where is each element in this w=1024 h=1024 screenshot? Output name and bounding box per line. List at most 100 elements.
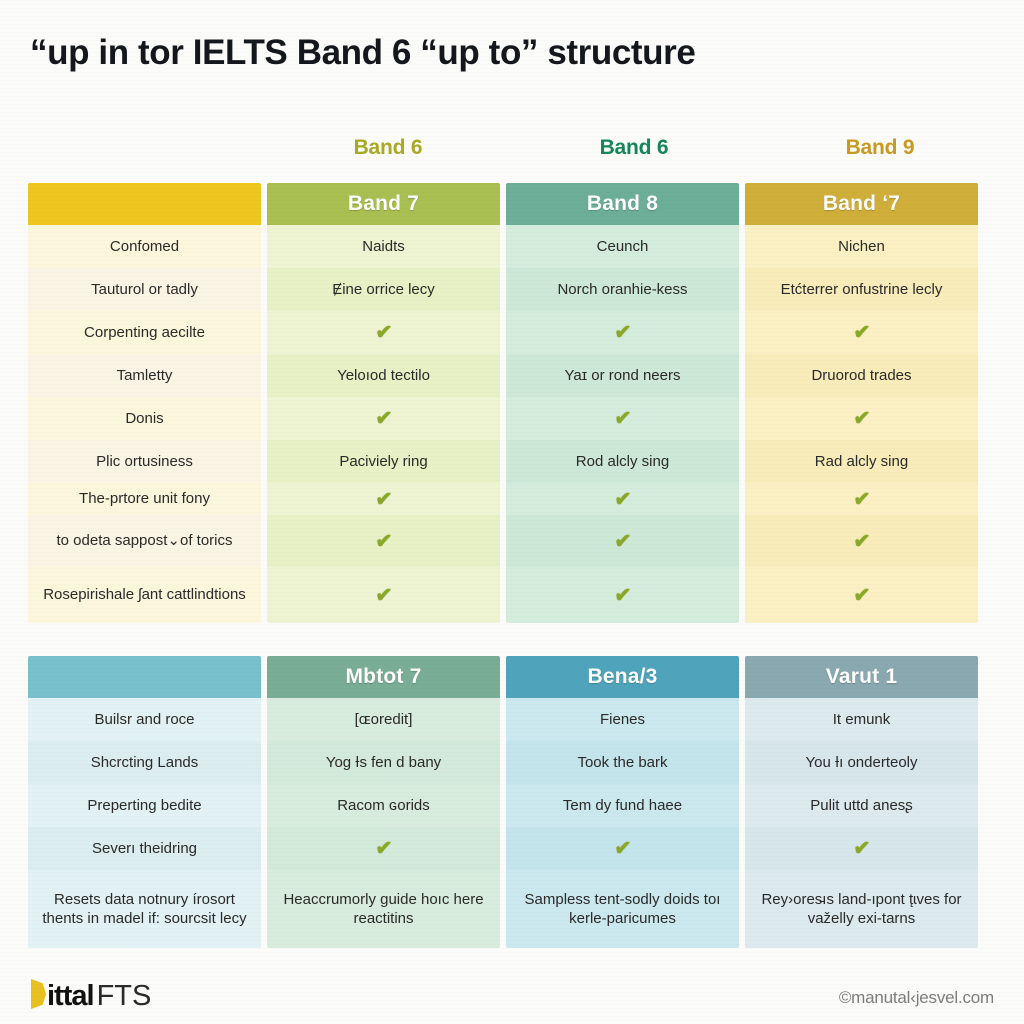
checkmark-cell: ✔ xyxy=(745,567,978,623)
band-sublabel-row: Band 6 Band 6 Band 9 xyxy=(265,136,995,160)
checkmark-cell: ✔ xyxy=(506,567,739,623)
table-cell: Ɇine orrice lecy xyxy=(267,268,500,311)
column-header: Mbtot 7 xyxy=(267,656,500,698)
table-cell: Ceunch xyxy=(506,225,739,268)
checkmark-cell: ✔ xyxy=(267,515,500,567)
check-icon: ✔ xyxy=(852,836,871,861)
table-cell: Naidts xyxy=(267,225,500,268)
checkmark-cell: ✔ xyxy=(745,311,978,354)
table-cell: Builsr and roce xyxy=(28,698,261,741)
table-cell: Rey›ores̵ıs land-ıpont t̨ɩves for važell… xyxy=(745,870,978,948)
table-cell: Corpenting aecilte xyxy=(28,311,261,354)
checkmark-cell: ✔ xyxy=(267,483,500,515)
table-cell: Pacivіely ring xyxy=(267,440,500,483)
table-cell: Yaɪ or rond neers xyxy=(506,354,739,397)
brand-logo: ittal FTS xyxy=(31,975,151,1013)
checkmark-cell: ✔ xyxy=(745,397,978,440)
check-icon: ✔ xyxy=(852,406,871,431)
column-header xyxy=(28,183,261,225)
table-cell: You Ɨı onderteoly xyxy=(745,741,978,784)
logo-mark-icon xyxy=(31,979,46,1009)
check-icon: ✔ xyxy=(852,528,871,554)
checkmark-cell: ✔ xyxy=(506,515,739,567)
checkmark-cell: ✔ xyxy=(745,483,978,515)
table-cell: The-prtore unit fony xyxy=(28,483,261,515)
table-cell: Rad alcly sing xyxy=(745,440,978,483)
check-icon: ✔ xyxy=(374,486,393,512)
checkmark-cell: ✔ xyxy=(745,515,978,567)
table-cell: Yog Ɨs fen d bany xyxy=(267,741,500,784)
column-header: Varut 1 xyxy=(745,656,978,698)
band-sublabel-2: Band 9 xyxy=(845,136,915,159)
watermark-text: ©manutal‹jesvel.com xyxy=(838,988,994,1007)
band-sublabel-1: Band 6 xyxy=(599,136,669,159)
column-header: Band 8 xyxy=(506,183,739,225)
checkmark-cell: ✔ xyxy=(506,397,739,440)
table-cell: Pulіt uttd anesʂ xyxy=(745,784,978,827)
table-cell: Shcrcting Lands xyxy=(28,741,261,784)
table-cell: Resets data notnury írosort thents in ma… xyxy=(28,870,261,948)
table-cell: Heaccrumorly guide hoıc here reactitins xyxy=(267,870,500,948)
check-icon: ✔ xyxy=(374,320,393,345)
table-cell: [ɶoredit] xyxy=(267,698,500,741)
table-cell: Tem dу fund haee xyxy=(506,784,739,827)
check-icon: ✔ xyxy=(852,486,871,512)
band-sublabel-0: Band 6 xyxy=(353,136,423,159)
checkmark-cell: ✔ xyxy=(506,311,739,354)
check-icon: ✔ xyxy=(374,406,393,431)
column-header: Band ‘7 xyxy=(745,183,978,225)
check-icon: ✔ xyxy=(852,582,871,608)
check-icon: ✔ xyxy=(852,320,871,345)
check-icon: ✔ xyxy=(613,582,632,608)
table-cell: Yeloıod tectilo xyxy=(267,354,500,397)
table-cell: Confomed xyxy=(28,225,261,268)
table-cell: Tamletty xyxy=(28,354,261,397)
check-icon: ✔ xyxy=(613,486,632,512)
table-cell: Nichen xyxy=(745,225,978,268)
table-cell: Fienes xyxy=(506,698,739,741)
table-cell: Etćterrer onfustrine lecly xyxy=(745,268,978,311)
table-cell: Preperting bedite xyxy=(28,784,261,827)
table-cell: Took the bark xyxy=(506,741,739,784)
table-cell: Druorod trades xyxy=(745,354,978,397)
table-cell: to odeta sappost⌄of torics xyxy=(28,515,261,567)
checkmark-cell: ✔ xyxy=(267,311,500,354)
table-cell: Rosepirishale ʃant cattlindtions xyxy=(28,567,261,623)
check-icon: ✔ xyxy=(613,406,632,431)
check-icon: ✔ xyxy=(613,528,632,554)
table-cell: Donis xyxy=(28,397,261,440)
checkmark-cell: ✔ xyxy=(745,827,978,870)
column-header: Band 7 xyxy=(267,183,500,225)
table-cell: Tauturol or tadly xyxy=(28,268,261,311)
check-icon: ✔ xyxy=(374,836,393,861)
logo-text-bold: ittal xyxy=(47,980,95,1012)
table-cell: It emunk xyxy=(745,698,978,741)
table-cell: Norch oranhіe-kess xyxy=(506,268,739,311)
check-icon: ✔ xyxy=(374,582,393,608)
check-icon: ✔ xyxy=(613,836,632,861)
checkmark-cell: ✔ xyxy=(267,397,500,440)
checkmark-cell: ✔ xyxy=(267,827,500,870)
column-header xyxy=(28,656,261,698)
table-cell: Severı theidring xyxy=(28,827,261,870)
page-title: “up in tor IELTS Band 6 “up to” structur… xyxy=(30,33,696,72)
column-header: Bena/3 xyxy=(506,656,739,698)
table-cell: Racom ɢorids xyxy=(267,784,500,827)
